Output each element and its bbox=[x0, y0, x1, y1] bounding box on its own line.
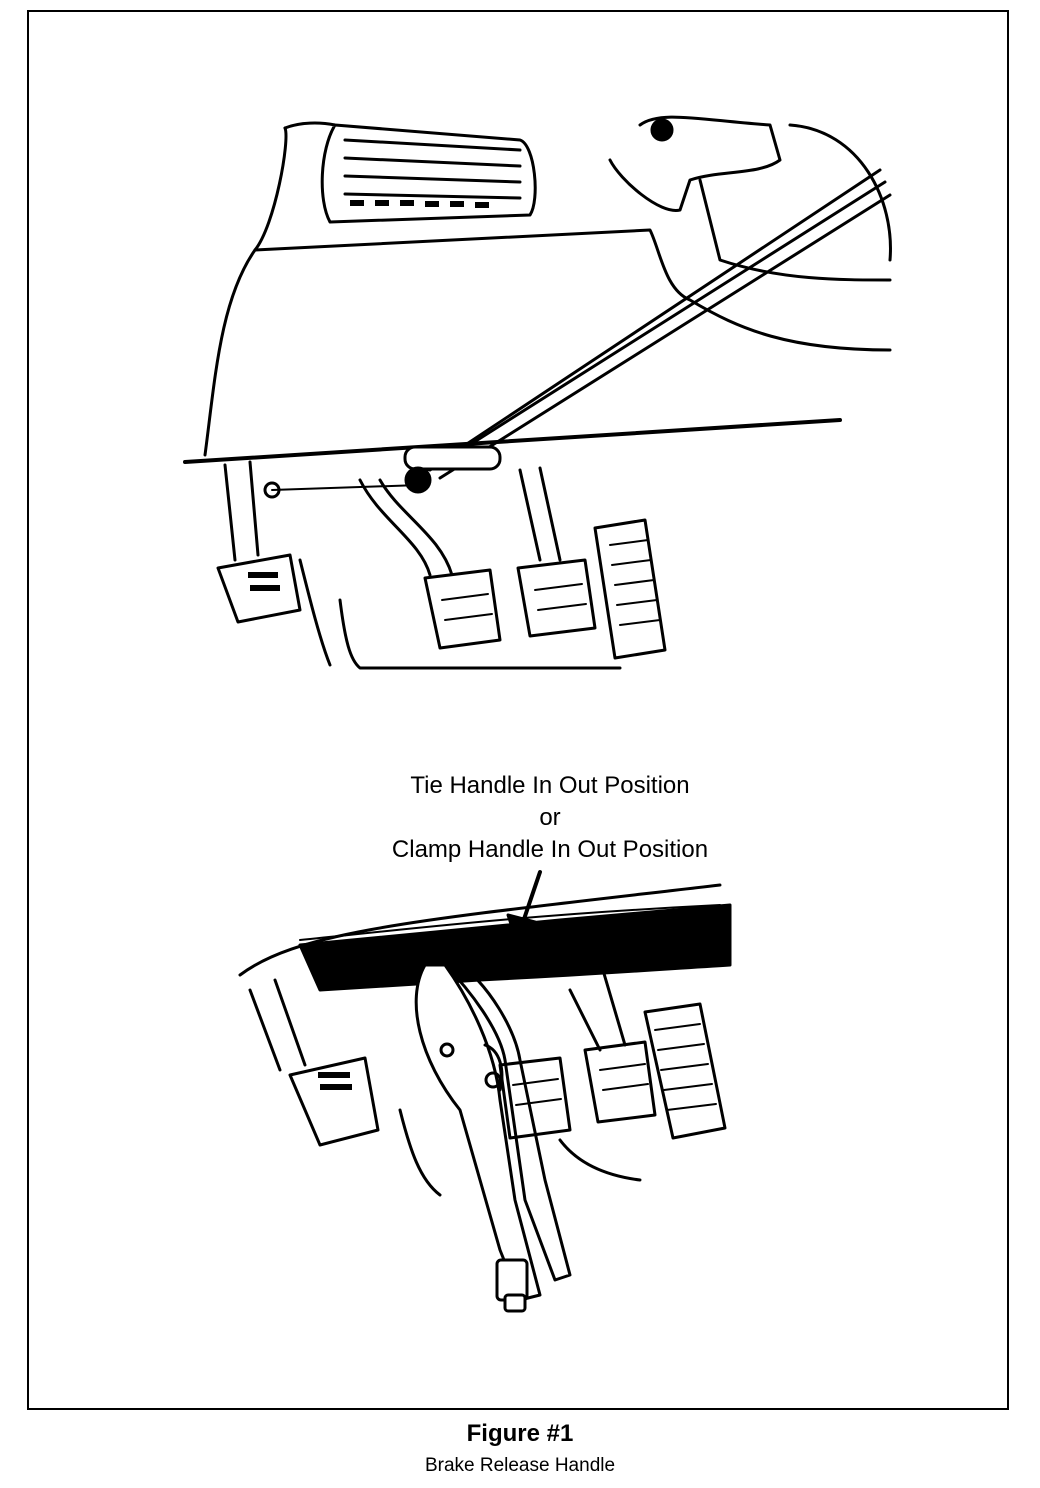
figure-frame bbox=[27, 10, 1009, 1410]
callout-line-3: Clamp Handle In Out Position bbox=[391, 836, 709, 863]
figure-caption: Brake Release Handle bbox=[424, 1455, 616, 1476]
callout-line-1: Tie Handle In Out Position bbox=[410, 772, 690, 799]
callout-label: Tie Handle In Out Position or Clamp Hand… bbox=[340, 770, 760, 866]
callout-line-2: or bbox=[539, 804, 561, 831]
figure-title: Figure #1 bbox=[466, 1420, 574, 1447]
